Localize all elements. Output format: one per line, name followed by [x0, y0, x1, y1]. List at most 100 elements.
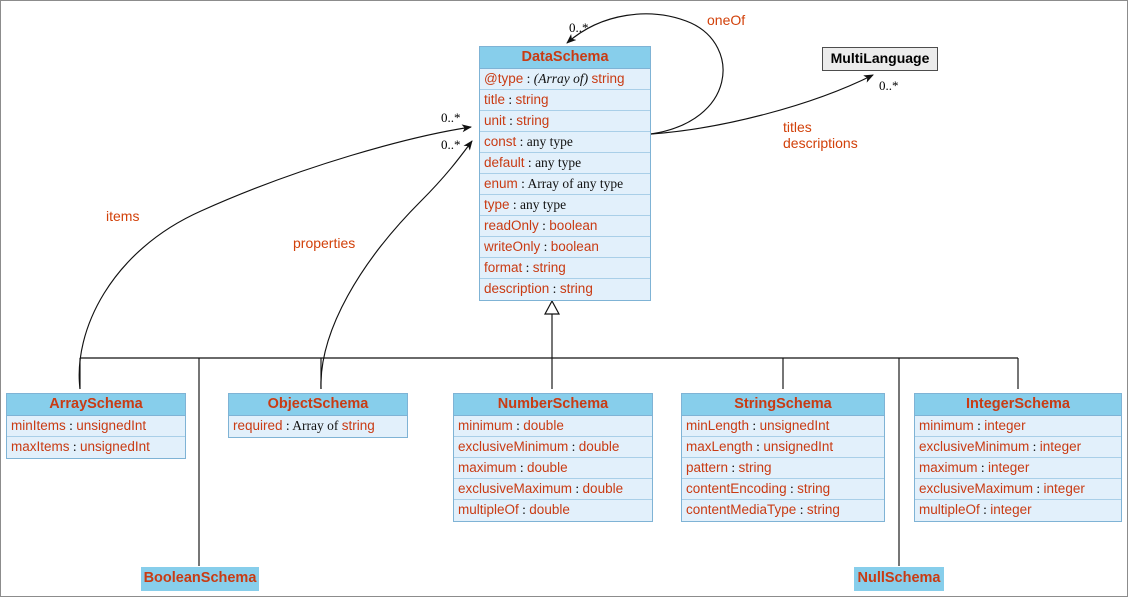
class-title-stringschema: StringSchema [682, 394, 884, 416]
attribute-type: double [527, 460, 568, 475]
attribute-type: string [559, 281, 593, 296]
association-label-items: items [106, 208, 140, 224]
class-box-booleanschema[interactable]: BooleanSchema [141, 567, 259, 591]
attribute-row: maximum : integer [915, 458, 1121, 479]
attribute-name: type [484, 197, 510, 212]
attribute-type: double [529, 502, 570, 517]
class-box-arrayschema[interactable]: ArraySchema minItems : unsignedInt maxIte… [6, 393, 186, 459]
attribute-type: unsignedInt [76, 418, 147, 433]
attribute-row: description : string [480, 279, 650, 300]
attribute-separator: : [516, 460, 528, 475]
attribute-name: maximum [919, 460, 978, 475]
attribute-name: required [233, 418, 283, 433]
attribute-separator: : [509, 197, 521, 212]
attribute-separator: : [512, 418, 524, 433]
attribute-separator: : [505, 113, 517, 128]
attribute-separator: : [518, 502, 530, 517]
attribute-separator: : [728, 460, 739, 475]
attribute-qualifier: Array of [292, 418, 342, 433]
association-label-properties: properties [293, 235, 356, 251]
attribute-separator: : [752, 439, 764, 454]
attribute-row: @type : (Array of) string [480, 69, 650, 90]
attribute-type: double [582, 481, 624, 496]
attribute-row: required : Array of string [229, 416, 407, 437]
attribute-separator: : [69, 439, 81, 454]
attribute-type: any type [526, 134, 573, 149]
attribute-type: unsignedInt [763, 439, 834, 454]
attribute-separator: : [749, 418, 760, 433]
attribute-type: boolean [550, 239, 599, 254]
attribute-name: multipleOf [919, 502, 980, 517]
attribute-name: contentEncoding [686, 481, 787, 496]
attribute-name: readOnly [484, 218, 539, 233]
class-box-integerschema[interactable]: IntegerSchema minimum : integer exclusive… [914, 393, 1122, 522]
attribute-type: string [532, 260, 566, 275]
attribute-separator: : [505, 92, 516, 107]
attribute-name: pattern [686, 460, 729, 475]
attribute-list-objectschema: required : Array of string [229, 416, 407, 437]
attribute-type: integer [988, 460, 1030, 475]
attribute-row: multipleOf : integer [915, 500, 1121, 521]
attribute-name: maximum [458, 460, 517, 475]
attribute-type: string [516, 113, 550, 128]
attribute-type: string [591, 71, 625, 86]
attribute-list-numberschema: minimum : double exclusiveMinimum : doubl… [454, 416, 652, 521]
attribute-row: default : any type [480, 153, 650, 174]
edge-items [78, 124, 472, 390]
attribute-separator: : [572, 481, 583, 496]
class-title-numberschema: NumberSchema [454, 394, 652, 416]
attribute-name: format [484, 260, 523, 275]
class-title-nullschema: NullSchema [855, 568, 943, 590]
attribute-separator: : [549, 281, 560, 296]
attribute-name: exclusiveMinimum [458, 439, 569, 454]
attribute-name: writeOnly [484, 239, 541, 254]
class-box-multilanguage[interactable]: MultiLanguage [822, 47, 938, 71]
attribute-name: maxItems [11, 439, 70, 454]
attribute-separator: : [522, 260, 533, 275]
attribute-separator: : [65, 418, 77, 433]
attribute-list-integerschema: minimum : integer exclusiveMinimum : inte… [915, 416, 1121, 521]
attribute-row: pattern : string [682, 458, 884, 479]
attribute-name: minItems [11, 418, 66, 433]
class-title-booleanschema: BooleanSchema [142, 568, 258, 590]
edge-properties [320, 140, 473, 390]
class-box-nullschema[interactable]: NullSchema [854, 567, 944, 591]
attribute-type: string [515, 92, 549, 107]
class-title-arrayschema: ArraySchema [7, 394, 185, 416]
multiplicity-properties: 0..* [441, 137, 461, 152]
attribute-row: exclusiveMaximum : integer [915, 479, 1121, 500]
attribute-type: string [797, 481, 831, 496]
attribute-row: minimum : double [454, 416, 652, 437]
attribute-name: exclusiveMaximum [458, 481, 573, 496]
attribute-separator: : [538, 218, 550, 233]
attribute-row: writeOnly : boolean [480, 237, 650, 258]
class-title-integerschema: IntegerSchema [915, 394, 1121, 416]
attribute-row: unit : string [480, 111, 650, 132]
attribute-name: const [484, 134, 517, 149]
association-label-descriptions: descriptions [783, 135, 858, 151]
class-box-objectschema[interactable]: ObjectSchema required : Array of string [228, 393, 408, 438]
generalization-triangle [543, 299, 561, 315]
class-box-numberschema[interactable]: NumberSchema minimum : double exclusiveMi… [453, 393, 653, 522]
attribute-separator: : [517, 176, 528, 191]
attribute-row: exclusiveMinimum : integer [915, 437, 1121, 458]
attribute-separator: : [1033, 481, 1044, 496]
multiplicity-one-of: 0..* [569, 20, 589, 35]
class-title-objectschema: ObjectSchema [229, 394, 407, 416]
attribute-type: double [523, 418, 564, 433]
attribute-separator: : [796, 502, 807, 517]
attribute-name: minimum [919, 418, 974, 433]
attribute-type: any type [535, 155, 582, 170]
attribute-row: maxItems : unsignedInt [7, 437, 185, 458]
attribute-type: double [578, 439, 620, 454]
attribute-separator: : [979, 502, 991, 517]
attribute-qualifier: (Array of) [533, 71, 592, 86]
attribute-type: string [341, 418, 375, 433]
attribute-row: readOnly : boolean [480, 216, 650, 237]
attribute-type: unsignedInt [759, 418, 830, 433]
attribute-name: @type [484, 71, 524, 86]
